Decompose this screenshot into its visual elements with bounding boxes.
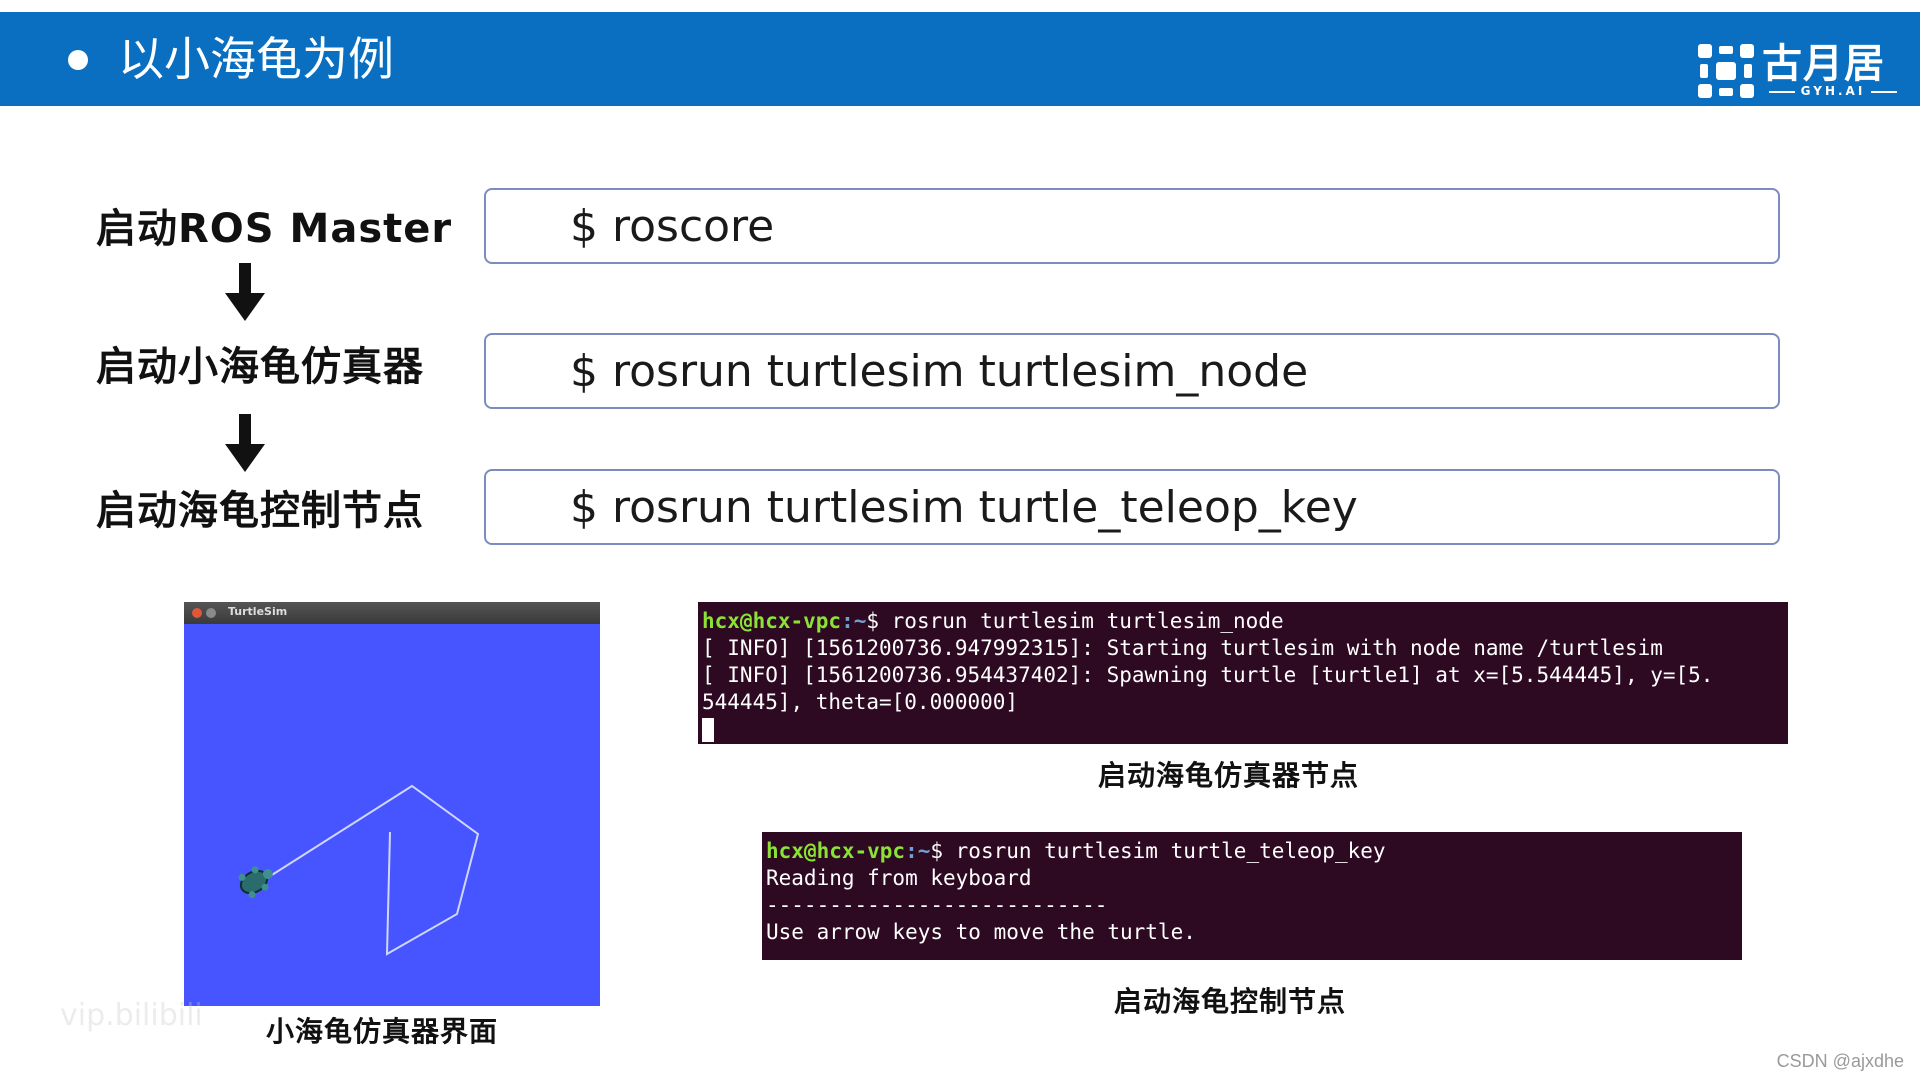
terminal-teleop-key: hcx@hcx-vpc:~$ rosrun turtlesim turtle_t… — [762, 832, 1742, 960]
prompt-command: $ rosrun turtlesim turtlesim_node — [866, 609, 1284, 633]
turtlesim-titlebar: TurtleSim — [184, 602, 600, 624]
command-text: $ rosrun turtlesim turtle_teleop_key — [570, 482, 1358, 533]
terminal-line: Use arrow keys to move the turtle. — [766, 920, 1196, 944]
turtlesim-caption: 小海龟仿真器界面 — [266, 1015, 499, 1048]
turtlesim-canvas — [184, 624, 600, 1006]
turtle-icon — [238, 866, 273, 899]
terminal-line: [ INFO] [1561200736.954437402]: Spawning… — [702, 663, 1714, 687]
step-label-turtlesim: 启动小海龟仿真器 — [96, 344, 424, 390]
turtlesim-window-title: TurtleSim — [228, 605, 288, 618]
terminal-line: Reading from keyboard — [766, 866, 1032, 890]
bullet-dot — [68, 50, 88, 70]
slide-title: 以小海龟为例 — [118, 32, 394, 86]
video-watermark: vip.bilibili — [60, 998, 203, 1033]
slide-header: 以小海龟为例 古月居 GYH.AI — [0, 12, 1920, 106]
command-box-turtlesim-node: $ rosrun turtlesim turtlesim_node — [484, 333, 1780, 409]
logo-mark-icon — [1698, 44, 1754, 98]
terminal-cursor — [702, 718, 714, 742]
prompt-path: :~ — [841, 609, 867, 633]
prompt-path: :~ — [905, 839, 931, 863]
csdn-watermark: CSDN @ajxdhe — [1776, 1051, 1904, 1071]
down-arrow-icon — [225, 414, 265, 472]
step-label-teleop: 启动海龟控制节点 — [96, 488, 424, 534]
prompt-user: hcx@hcx-vpc — [702, 609, 842, 633]
turtlesim-window: TurtleSim — [184, 602, 600, 1006]
terminal-line: [ INFO] [1561200736.947992315]: Starting… — [702, 636, 1663, 660]
command-box-teleop-key: $ rosrun turtlesim turtle_teleop_key — [484, 469, 1780, 545]
step-label-ros-master: 启动ROS Master — [96, 206, 453, 252]
turtle-path-drawing — [238, 784, 480, 956]
command-box-roscore: $ roscore — [484, 188, 1780, 264]
terminal2-caption: 启动海龟控制节点 — [1114, 985, 1347, 1018]
down-arrow-icon — [225, 263, 265, 321]
terminal1-caption: 启动海龟仿真器节点 — [1098, 759, 1360, 792]
terminal-line: 544445], theta=[0.000000] — [702, 690, 1019, 714]
command-text: $ rosrun turtlesim turtlesim_node — [570, 346, 1309, 397]
minimize-window-icon[interactable] — [206, 608, 216, 618]
command-text: $ roscore — [570, 201, 775, 252]
logo-sub-label: GYH.AI — [1800, 84, 1866, 98]
logo-sub-text: GYH.AI — [1762, 84, 1904, 98]
terminal-line: --------------------------- — [766, 893, 1108, 917]
prompt-command: $ rosrun turtlesim turtle_teleop_key — [930, 839, 1386, 863]
brand-logo: 古月居 GYH.AI — [1696, 40, 1906, 102]
logo-brand-text: 古月居 — [1762, 41, 1885, 87]
terminal-turtlesim-node: hcx@hcx-vpc:~$ rosrun turtlesim turtlesi… — [698, 602, 1788, 744]
close-window-icon[interactable] — [192, 608, 202, 618]
prompt-user: hcx@hcx-vpc — [766, 839, 906, 863]
